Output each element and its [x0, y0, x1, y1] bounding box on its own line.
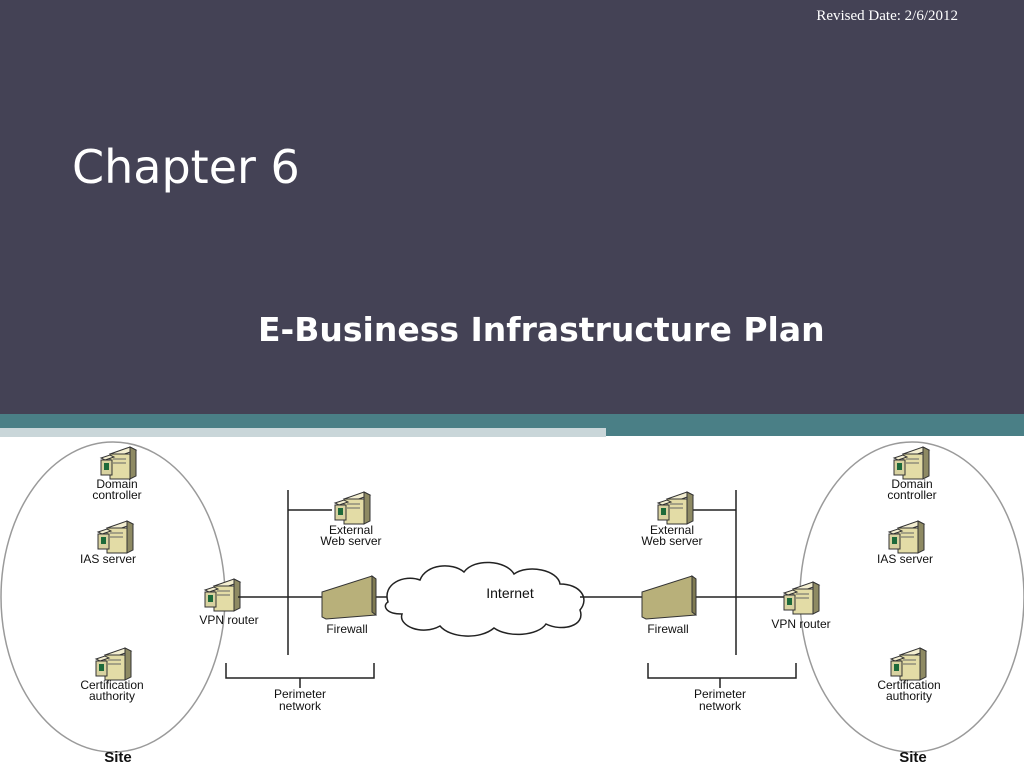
left-perimeter-network-label-2: network	[279, 699, 322, 713]
right-site-label: Site	[899, 749, 927, 766]
left-external-web-server-label-2: Web server	[320, 534, 381, 548]
right-firewall-label: Firewall	[647, 622, 688, 636]
left-vpn-router-label: VPN router	[199, 613, 258, 627]
left-ias-server-icon	[97, 520, 134, 554]
right-certification-authority-label-2: authority	[886, 689, 932, 703]
left-site-label: Site	[104, 749, 132, 766]
slide-subtitle: E-Business Infrastructure Plan	[258, 310, 825, 349]
right-certification-authority-icon	[890, 647, 927, 681]
right-domain-controller-icon	[893, 446, 930, 480]
right-perimeter-bracket	[647, 663, 797, 679]
left-external-web-server-icon	[334, 491, 371, 525]
left-certification-authority-label-1: Certification	[80, 678, 143, 692]
right-perimeter-network-label-1: Perimeter	[694, 687, 746, 701]
slide-title: Chapter 6	[72, 140, 300, 194]
left-external-web-server-label-1: External	[329, 523, 373, 537]
left-domain-controller-icon	[100, 446, 137, 480]
left-firewall-label: Firewall	[326, 622, 367, 636]
right-vpn-router-icon	[783, 581, 820, 615]
right-ias-server-icon	[888, 520, 925, 554]
left-perimeter-network-label-1: Perimeter	[274, 687, 326, 701]
internet-cloud	[384, 561, 585, 637]
right-firewall-icon	[641, 575, 697, 620]
left-certification-authority-label-2: authority	[89, 689, 135, 703]
revised-date: Revised Date: 2/6/2012	[816, 8, 958, 24]
left-firewall-icon	[321, 575, 377, 620]
right-external-web-server-label-1: External	[650, 523, 694, 537]
internet-label: Internet	[486, 585, 534, 601]
right-domain-controller-label-2: controller	[887, 488, 936, 502]
right-perimeter-network-label-2: network	[699, 699, 742, 713]
right-certification-authority-label-1: Certification	[877, 678, 940, 692]
left-vpn-router-icon	[204, 578, 241, 612]
right-external-web-server-icon	[657, 491, 694, 525]
right-external-web-server-label-2: Web server	[641, 534, 702, 548]
right-ias-server-label: IAS server	[877, 552, 933, 566]
left-perimeter-bracket	[225, 663, 375, 679]
left-domain-controller-label-2: controller	[92, 488, 141, 502]
left-certification-authority-icon	[95, 647, 132, 681]
left-domain-controller-label-1: Domain	[96, 477, 137, 491]
left-ias-server-label: IAS server	[80, 552, 136, 566]
accent-band-light	[0, 428, 606, 437]
title-header-panel	[0, 0, 1024, 414]
right-domain-controller-label-1: Domain	[891, 477, 932, 491]
right-vpn-router-label: VPN router	[771, 617, 830, 631]
